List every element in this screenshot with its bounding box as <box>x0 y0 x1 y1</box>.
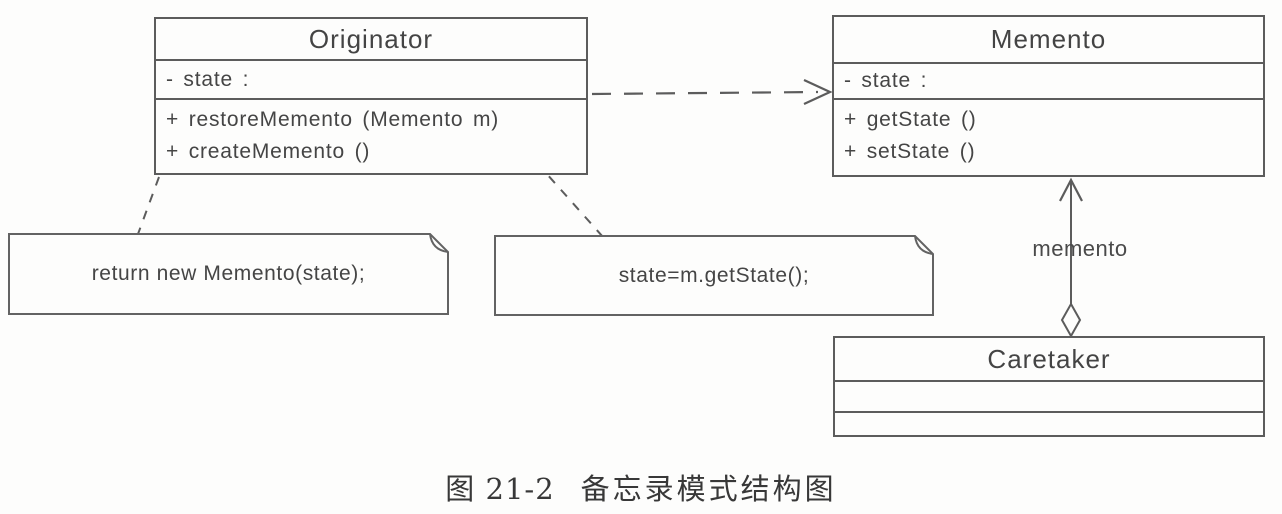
method-set-state: + setState () <box>844 140 976 163</box>
class-memento: Memento - state : + getState () + setSta… <box>832 15 1265 177</box>
class-memento-attributes: - state : <box>834 64 1263 100</box>
class-originator: Originator - state : + restoreMemento (M… <box>154 17 588 175</box>
class-originator-methods: + restoreMemento (Memento m) + createMem… <box>156 100 586 168</box>
method-get-state: + getState () <box>844 108 977 131</box>
attribute-state: - state : <box>166 67 250 91</box>
attribute-state: - state : <box>844 69 928 92</box>
open-arrowhead <box>1059 177 1083 202</box>
figure-number: 图 21-2 <box>445 472 555 506</box>
method-restore-memento: + restoreMemento (Memento m) <box>166 108 500 131</box>
figure-title: 备忘录模式结构图 <box>580 472 837 506</box>
class-memento-methods: + getState () + setState () <box>834 100 1263 168</box>
class-caretaker-methods-empty <box>835 413 1263 433</box>
note-create-memento-text: return new Memento(state); <box>91 262 366 285</box>
aggregation-diamond <box>1060 301 1082 339</box>
class-caretaker-name: Caretaker <box>835 338 1263 382</box>
method-create-memento: + createMemento () <box>166 140 371 163</box>
note-connector-create-memento <box>137 176 160 235</box>
note-restore-memento-text: state=m.getState(); <box>618 263 810 287</box>
figure-caption: 图 21-2 备忘录模式结构图 <box>0 466 1282 508</box>
class-originator-name: Originator <box>156 19 586 61</box>
class-caretaker-attributes-empty <box>835 382 1263 413</box>
dependency-arrow <box>591 79 833 105</box>
association-label-memento: memento <box>1032 236 1128 261</box>
class-caretaker: Caretaker <box>833 336 1265 437</box>
class-originator-attributes: - state : <box>156 61 586 100</box>
class-memento-name: Memento <box>834 17 1263 64</box>
